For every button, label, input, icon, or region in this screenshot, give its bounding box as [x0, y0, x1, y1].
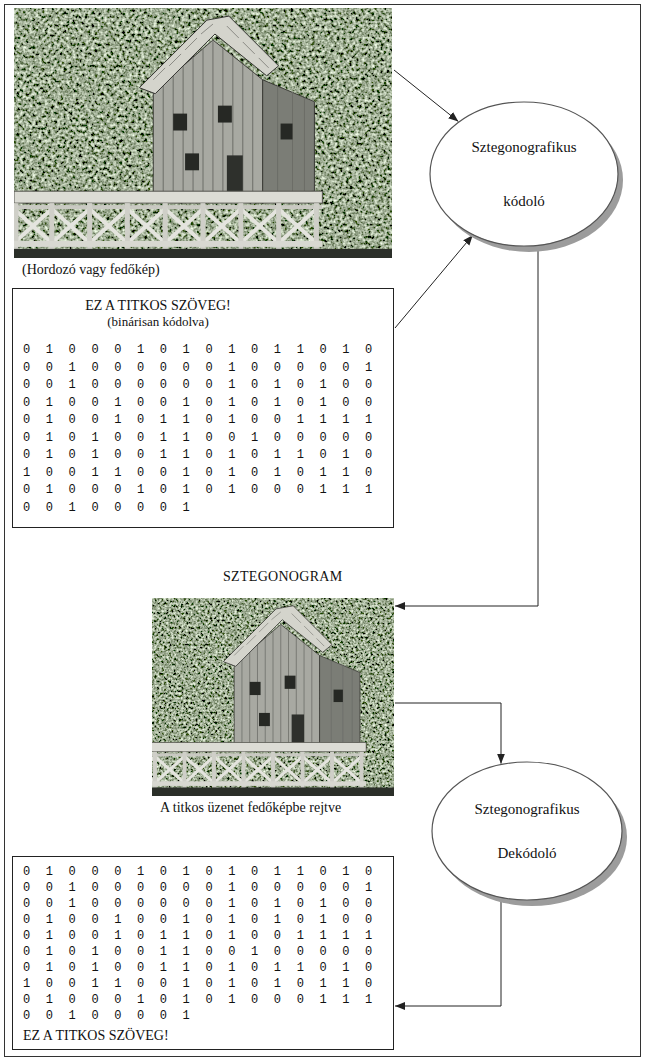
flow-arrow — [395, 235, 473, 328]
process-label: Sztegonografikus kódoló — [459, 120, 589, 228]
cover-photo — [14, 8, 392, 258]
stego-image: A titkos üzenet fedőképbe rejtve — [152, 598, 394, 816]
cover-image: (Hordozó vagy fedőkép) — [14, 8, 392, 278]
recovered-text-box: 0 1 0 0 0 1 0 1 0 1 0 1 1 0 1 0 0 0 1 0 … — [12, 856, 394, 1050]
ellipse-outline — [430, 760, 624, 902]
ellipse-content: Sztegonografikus Dekódoló — [430, 760, 624, 902]
box-subheading: (binárisan kódolva) — [13, 314, 303, 330]
box-heading: EZ A TITKOS SZÖVEG! — [13, 297, 303, 314]
decoder-ellipse: Sztegonografikus Dekódoló — [430, 760, 624, 902]
photo-area — [14, 8, 392, 258]
encoder-ellipse: Sztegonografikus kódoló — [428, 100, 620, 248]
image-caption: (Hordozó vagy fedőkép) — [14, 258, 392, 278]
flow-arrow — [395, 898, 501, 1006]
binary-code: 0 1 0 0 0 1 0 1 0 1 0 1 1 0 1 0 0 0 1 0 … — [23, 342, 381, 517]
box-footer: EZ A TITKOS SZÖVEG! — [23, 1027, 393, 1044]
process-label: Sztegonografikus Dekódoló — [462, 787, 592, 875]
mill-photo — [14, 8, 392, 258]
flow-arrow — [395, 703, 501, 764]
mill-photo — [152, 598, 394, 796]
flow-arrow — [394, 70, 458, 121]
stego-photo — [152, 598, 394, 796]
ellipse-body — [430, 102, 618, 246]
edge-label: SZTEGONOGRAM — [220, 569, 346, 585]
binary-code: 0 1 0 0 0 1 0 1 0 1 0 1 1 0 1 0 0 0 1 0 … — [23, 864, 381, 1024]
frame-border — [5, 5, 641, 1057]
ellipse-body — [432, 762, 622, 900]
ellipse-outline — [428, 100, 620, 248]
image-caption: A titkos üzenet fedőképbe rejtve — [152, 796, 394, 816]
ellipse-content: Sztegonografikus kódoló — [428, 100, 620, 248]
photo-area — [152, 598, 394, 796]
flow-arrow — [395, 246, 538, 606]
secret-text-box: EZ A TITKOS SZÖVEG!(binárisan kódolva) 0 … — [12, 288, 394, 528]
